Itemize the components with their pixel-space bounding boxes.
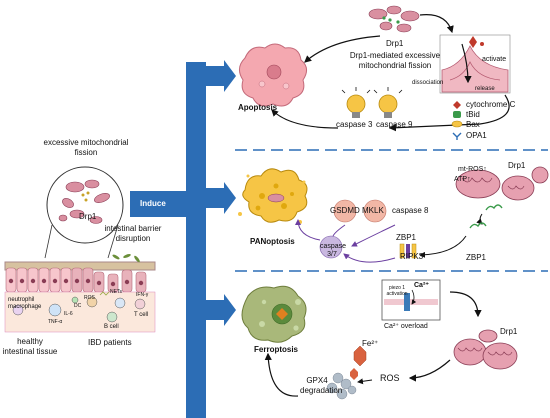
pan-drp1-label: Drp1 xyxy=(508,161,526,170)
mklk-node xyxy=(363,199,387,223)
immune-cells xyxy=(12,296,146,323)
mklk-label: MKLK xyxy=(362,206,384,215)
drp1-fission-desc: Drp1-mediated excessive mitochondrial fi… xyxy=(349,51,441,70)
legend-bax: Bax xyxy=(466,120,480,129)
neutrophil-label: neutrophil xyxy=(8,297,35,303)
healthy-tissue-label: healthy intestinal tissue xyxy=(2,337,58,356)
apoptosis-drp1-label: Drp1 xyxy=(386,39,404,48)
apoptosis-legend xyxy=(451,101,463,140)
induce-arrows xyxy=(130,60,236,418)
atp-label: ATP↑ xyxy=(454,176,471,183)
tnf-label: TNF-α xyxy=(48,319,63,325)
zbp1-mid-label: ZBP1 xyxy=(466,253,487,262)
excessive-fission-label: excessive mitochondrial fission xyxy=(43,138,129,157)
ferroptosis-title: Ferroptosis xyxy=(254,345,299,354)
caspase9-label: caspase 9 xyxy=(376,120,413,129)
gsdmd-node xyxy=(333,199,357,223)
dissociation-label: dissociation xyxy=(412,80,444,86)
ripk3-label: RIPK3 xyxy=(400,252,424,261)
macrophage-label: macrophage xyxy=(8,304,42,310)
caspase37-label: caspase 3/7 xyxy=(320,243,347,259)
nets-label: NETs xyxy=(110,289,122,295)
ca-label: Ca²⁺ xyxy=(414,282,429,289)
left-drp1-label: Drp1 xyxy=(79,212,97,221)
ca-overload-label: Ca²⁺ overload xyxy=(384,323,428,330)
caspase-bulbs xyxy=(341,87,403,118)
ros-label: ROS xyxy=(84,295,95,301)
t-cell-label: T cell xyxy=(134,312,149,318)
il6-label: IL-6 xyxy=(64,311,73,317)
gsdmd-label: GSDMD xyxy=(330,206,360,215)
gpx4-cluster xyxy=(326,372,357,400)
piezo-label: piezo 1 activation xyxy=(386,285,408,297)
pan-mitochondria xyxy=(455,166,549,201)
legend-tbid: tBid xyxy=(466,110,480,119)
fe-label: Fe²⁺ xyxy=(362,339,379,348)
b-cell-label: B cell xyxy=(104,324,119,330)
induce-label: Induce xyxy=(140,199,166,208)
dc-label: DC xyxy=(74,303,82,309)
ripk3-complex xyxy=(399,243,417,259)
fragmented-mitochondria xyxy=(58,179,110,224)
ferroptosis-panel xyxy=(241,279,518,400)
ferro-drp1-label: Drp1 xyxy=(500,327,518,336)
ferro-mitochondria xyxy=(453,329,518,370)
legend-opa1: OPA1 xyxy=(466,131,487,140)
zbp1-top-label: ZBP1 xyxy=(396,233,417,242)
ferro-ros-label: ROS xyxy=(380,373,400,383)
release-label: release xyxy=(475,86,495,92)
caspase37-node xyxy=(319,235,343,259)
ibd-patients-label: IBD patients xyxy=(88,338,132,347)
left-panel xyxy=(4,166,156,333)
caspase3-label: caspase 3 xyxy=(336,120,373,129)
legend-cytochrome-c: cytochrome C xyxy=(466,100,516,109)
activate-label: activate xyxy=(482,56,507,63)
gpx4-label: GPX4 degradation xyxy=(300,376,343,395)
apoptosis-title: Apoptosis xyxy=(238,103,278,112)
barrier-disruption-label: intestinal barrier disruption xyxy=(104,224,162,243)
panoptosis-title: PANoptosis xyxy=(250,237,295,246)
mtros-label: mt-ROS↑ xyxy=(458,166,487,173)
ifn-label: IFN-γ xyxy=(136,292,149,298)
panoptosis-panel xyxy=(238,166,549,263)
apoptosis-panel xyxy=(239,5,511,140)
caspase8-label: caspase 8 xyxy=(392,206,429,215)
